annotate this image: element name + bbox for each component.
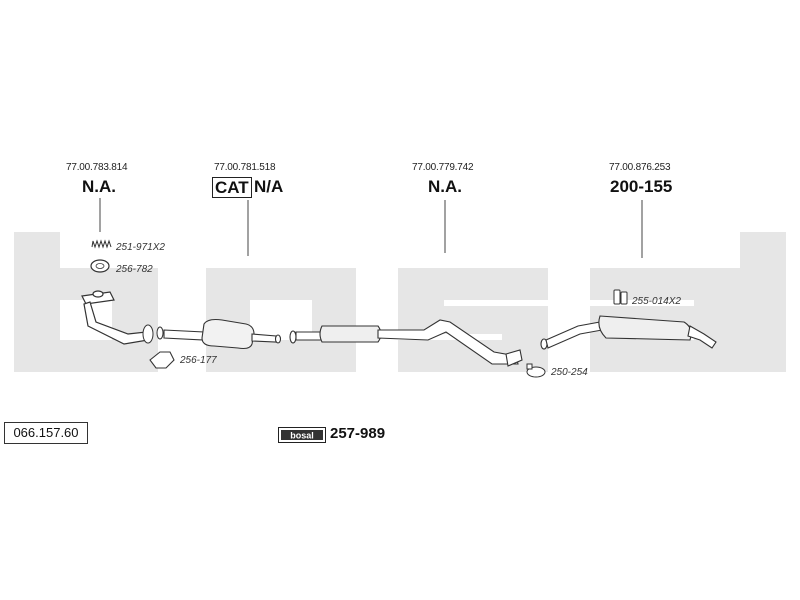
spring-part bbox=[91, 239, 112, 249]
part-label-spring: 251-971X2 bbox=[116, 242, 165, 253]
part-label-ring: 256-782 bbox=[116, 264, 153, 275]
oe-ref-4: 77.00.876.253 bbox=[609, 162, 671, 173]
rear-muffler-part bbox=[540, 315, 717, 350]
kit-logo-text: bosal bbox=[290, 431, 314, 441]
gasket-part bbox=[149, 351, 175, 369]
center-muffler-part bbox=[289, 319, 523, 367]
rubber-mount-part bbox=[613, 289, 628, 305]
ring-part bbox=[90, 259, 110, 273]
code-2: N/A bbox=[254, 177, 284, 196]
part-label-rubber-mount: 255-014X2 bbox=[632, 296, 681, 307]
oe-ref-1: 77.00.783.814 bbox=[66, 162, 128, 173]
catalytic-converter-part bbox=[163, 318, 282, 350]
clamp-part bbox=[526, 363, 546, 378]
code-3: N.A. bbox=[428, 177, 462, 196]
bosal-kit-logo: bosal bbox=[278, 427, 326, 443]
flange-part bbox=[142, 324, 164, 344]
cat-label: CAT bbox=[212, 177, 252, 198]
code-1: N.A. bbox=[82, 177, 116, 196]
leader-lines bbox=[99, 198, 643, 258]
part-label-gasket: 256-177 bbox=[180, 355, 217, 366]
part-label-clamp: 250-254 bbox=[551, 367, 588, 378]
oe-ref-3: 77.00.779.742 bbox=[412, 162, 474, 173]
front-pipe-part bbox=[81, 290, 149, 345]
code-4: 200-155 bbox=[610, 177, 673, 196]
catalog-number: 066.157.60 bbox=[4, 422, 88, 444]
kit-number: 257-989 bbox=[330, 425, 386, 442]
oe-ref-2: 77.00.781.518 bbox=[214, 162, 276, 173]
